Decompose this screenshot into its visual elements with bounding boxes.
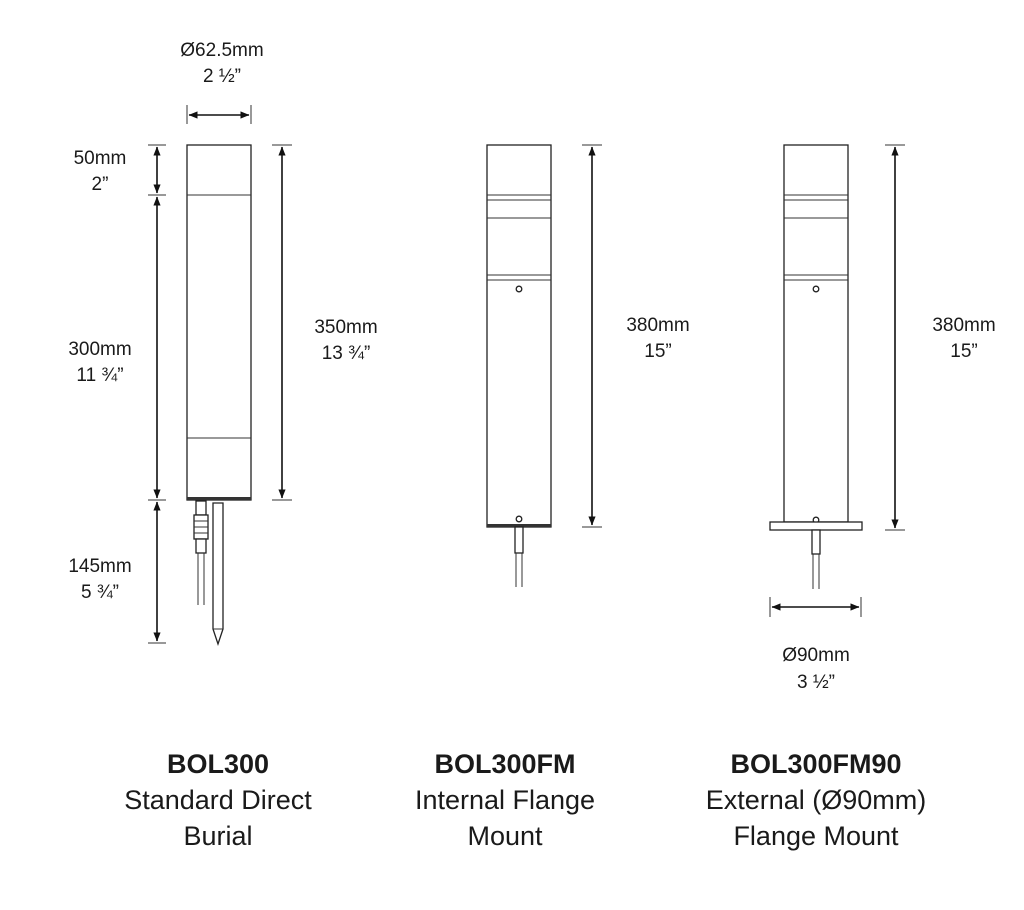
total-mm-label: 380mm xyxy=(932,315,995,336)
bollard-base xyxy=(187,497,251,500)
total-mm-label: 380mm xyxy=(626,315,689,336)
screw xyxy=(515,285,523,293)
head-in-label: 2” xyxy=(92,174,109,195)
model-description-line2: Flange Mount xyxy=(733,821,899,851)
bollard-body xyxy=(486,144,552,528)
bollard-bol300: Ø62.5mm 2 ½” 50mm 2” 300mm 11 ¾” 145mm 5… xyxy=(68,40,377,851)
model-description-line1: External (Ø90mm) xyxy=(706,785,927,815)
bollard-bol300fm: 380mm 15” BOL300FM Internal Flange Mount xyxy=(415,144,690,851)
cable-gland xyxy=(811,529,821,555)
diameter-mm-label: Ø62.5mm xyxy=(180,40,263,61)
screw xyxy=(515,515,523,523)
model-description-line2: Burial xyxy=(183,821,252,851)
total-in-label: 15” xyxy=(950,341,977,362)
bollard-body xyxy=(783,144,849,523)
bollard-body xyxy=(186,144,252,501)
spike-in-label: 5 ¾” xyxy=(81,582,119,603)
total-mm-label: 350mm xyxy=(314,317,377,338)
external-flange xyxy=(769,521,863,531)
model-description-line2: Mount xyxy=(467,821,543,851)
ground-spike xyxy=(212,502,224,647)
cable-gland xyxy=(195,500,207,516)
connector-nut xyxy=(195,538,207,554)
total-in-label: 13 ¾” xyxy=(322,343,371,364)
body-in-label: 11 ¾” xyxy=(76,365,123,386)
spike-mm-label: 145mm xyxy=(68,556,131,577)
flange-mm-label: Ø90mm xyxy=(782,645,850,666)
model-name: BOL300FM xyxy=(434,749,575,779)
flange-in-label: 3 ½” xyxy=(797,672,835,693)
head-mm-label: 50mm xyxy=(74,148,127,169)
cable-gland xyxy=(514,526,524,554)
total-in-label: 15” xyxy=(644,341,671,362)
body-mm-label: 300mm xyxy=(68,339,131,360)
diameter-in-label: 2 ½” xyxy=(203,66,241,87)
bollard-bol300fm90: 380mm 15” Ø90mm 3 ½” BOL300FM90 External… xyxy=(706,144,996,851)
bollard-base xyxy=(487,524,551,527)
screw xyxy=(812,285,820,293)
model-description-line1: Internal Flange xyxy=(415,785,595,815)
model-name: BOL300FM90 xyxy=(730,749,901,779)
model-description-line1: Standard Direct xyxy=(124,785,312,815)
model-name: BOL300 xyxy=(167,749,269,779)
